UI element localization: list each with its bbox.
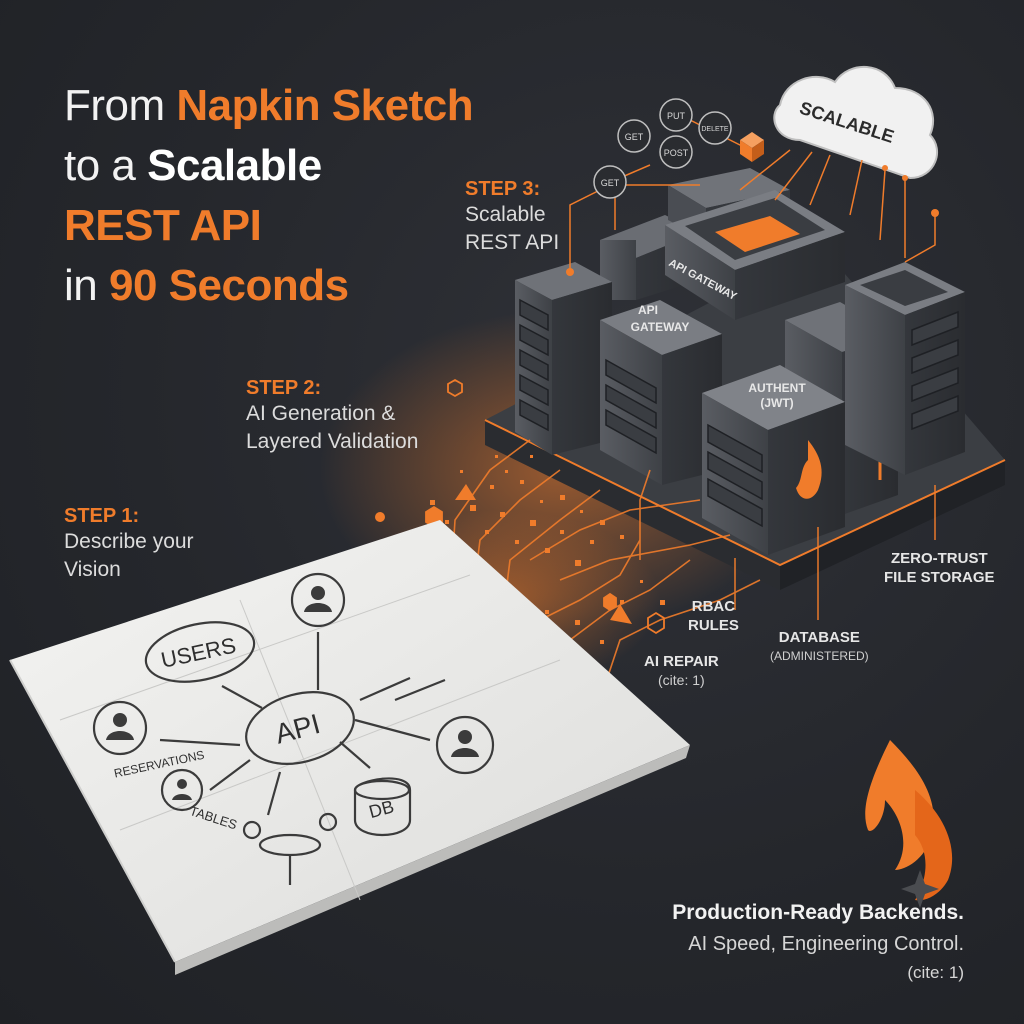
cube-node [740, 132, 764, 162]
method-label-4: POST [664, 148, 689, 158]
headline-line-1: From Napkin Sketch [64, 81, 474, 130]
headline-line-4: in 90 Seconds [64, 261, 349, 310]
api-gateway-label-1: API [638, 303, 658, 317]
tagline: Production-Ready Backends. AI Speed, Eng… [672, 898, 964, 986]
rbac-line-2: RULES [688, 617, 739, 634]
step-2-title: STEP 2: [246, 377, 322, 399]
rbac-line-1: RBAC [691, 598, 736, 615]
server-left [515, 262, 612, 455]
zero-trust-line-1: ZERO-TRUST [890, 550, 988, 567]
step-1-line-2: Vision [64, 558, 121, 581]
http-method-bubbles: GET PUT DELETE POST GET [593, 98, 732, 199]
server-api-gateway-top: API GATEWAY [665, 190, 845, 320]
database-sub: (ADMINISTERED) [770, 649, 869, 663]
cloud-scalable: SCALABLE [773, 66, 939, 180]
server-right-tall [845, 262, 965, 475]
headline-line-3: REST API [64, 201, 262, 250]
authent-label-1: AUTHENT [748, 381, 806, 395]
method-label-5: GET [601, 178, 620, 188]
step-3: STEP 3: Scalable REST API [465, 178, 559, 257]
database-label: DATABASE [778, 629, 860, 646]
step-3-line-2: REST API [465, 231, 560, 254]
step-2: STEP 2: AI Generation & Layered Validati… [246, 377, 418, 456]
server-authent: AUTHENT (JWT) [702, 365, 845, 555]
method-label-1: GET [625, 132, 644, 142]
napkin-sketch: USERS API RESERVATIONS TABLES DB [9, 520, 690, 975]
method-label-2: PUT [667, 111, 686, 121]
callout-zero-trust: ZERO-TRUST FILE STORAGE [884, 549, 995, 587]
flame-logo [865, 740, 953, 908]
headline-line-2: to a Scalable [64, 141, 322, 190]
ai-repair-cite: (cite: 1) [658, 672, 705, 688]
callout-ai-repair: AI REPAIR (cite: 1) [644, 652, 719, 690]
connector-nodes [566, 165, 939, 276]
callout-database: DATABASE (ADMINISTERED) [770, 628, 869, 666]
step-3-title: STEP 3: [465, 178, 541, 200]
tagline-line-2: AI Speed, Engineering Control. [688, 933, 964, 955]
step-1-line-1: Describe your [64, 530, 194, 553]
zero-trust-line-2: FILE STORAGE [884, 569, 995, 586]
tagline-line-1: Production-Ready Backends. [672, 901, 964, 924]
triangle-particles [375, 484, 632, 624]
ai-repair-label: AI REPAIR [644, 653, 719, 670]
headline: From Napkin Sketch to a Scalable REST AP… [64, 76, 474, 316]
step-3-line-1: Scalable [465, 203, 546, 226]
tagline-cite: (cite: 1) [907, 963, 964, 982]
step-2-line-2: Layered Validation [246, 430, 419, 453]
server-api-gateway: API GATEWAY [600, 300, 722, 485]
step-1-title: STEP 1: [64, 505, 140, 527]
cloud-connectors [569, 119, 936, 272]
method-label-3: DELETE [701, 126, 729, 133]
step-1: STEP 1: Describe your Vision [64, 505, 194, 584]
api-gateway-label-2: GATEWAY [631, 320, 690, 334]
step-2-line-1: AI Generation & [246, 402, 396, 425]
authent-label-2: (JWT) [760, 396, 793, 410]
callout-rbac: RBAC RULES [688, 597, 739, 635]
